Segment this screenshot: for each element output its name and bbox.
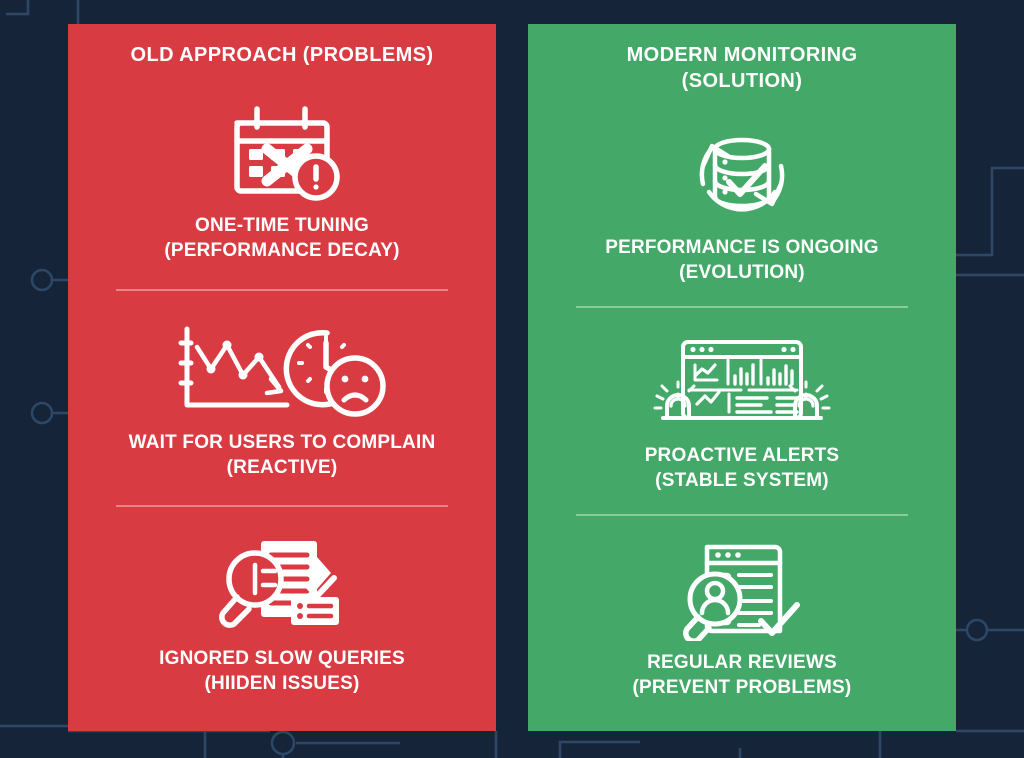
panel-title-old-approach: OLD APPROACH (PROBLEMS): [130, 44, 434, 66]
caption-line-1: WAIT FOR USERS TO COMPLAIN: [128, 431, 436, 453]
list-item-caption: REGULAR REVIEWS (PREVENT PROBLEMS): [633, 650, 852, 700]
section-divider: [116, 288, 448, 291]
caption-line-2: (STABLE SYSTEM): [655, 469, 829, 491]
list-item: WAIT FOR USERS TO COMPLAIN (REACTIVE): [82, 291, 482, 505]
panel-modern-monitoring: MODERN MONITORING (SOLUTION): [528, 24, 956, 731]
list-item-caption: ONE-TIME TUNING (PERFORMANCE DECAY): [164, 213, 399, 263]
list-item: IGNORED SLOW QUERIES (HIIDEN ISSUES): [82, 507, 482, 721]
section-divider: [576, 306, 908, 309]
panel-title-line-2: (SOLUTION): [681, 70, 803, 93]
caption-line-2: (HIIDEN ISSUES): [204, 672, 360, 694]
caption-line-1: PROACTIVE ALERTS: [644, 444, 840, 466]
list-item: REGULAR REVIEWS (PREVENT PROBLEMS): [542, 516, 942, 721]
declining-chart-clock-sad-face-icon: [175, 316, 390, 424]
dashboard-alert-sirens-icon-item: PROACTIVE ALERTS (STABLE SYSTEM): [542, 308, 942, 513]
section-divider: [576, 513, 908, 516]
list-item: PERFORMANCE IS ONGOING (EVOLUTION): [542, 101, 942, 306]
list-item-caption: PERFORMANCE IS ONGOING (EVOLUTION): [605, 235, 879, 285]
section-divider: [116, 504, 448, 507]
caption-line-2: (EVOLUTION): [679, 262, 805, 284]
calendar-x-alert-icon: [223, 99, 341, 207]
caption-line-1: ONE-TIME TUNING: [195, 215, 369, 237]
panel-title-line-1: MODERN MONITORING: [626, 44, 858, 66]
panel-items-modern-monitoring: PERFORMANCE IS ONGOING (EVOLUTION): [542, 101, 942, 721]
caption-line-1: PERFORMANCE IS ONGOING: [605, 237, 879, 259]
panel-items-old-approach: ONE-TIME TUNING (PERFORMANCE DECAY): [82, 74, 482, 721]
magnifier-document-checklist-icon: [213, 532, 351, 640]
list-item-caption: PROACTIVE ALERTS (STABLE SYSTEM): [645, 443, 840, 493]
database-refresh-check-icon: [681, 121, 803, 229]
list-item-caption: WAIT FOR USERS TO COMPLAIN (REACTIVE): [129, 430, 436, 480]
caption-line-2: (PERFORMANCE DECAY): [164, 240, 400, 262]
panel-old-approach: OLD APPROACH (PROBLEMS): [68, 24, 496, 731]
caption-line-2: (REACTIVE): [226, 456, 338, 478]
caption-line-1: IGNORED SLOW QUERIES: [159, 647, 405, 669]
panel-title-modern-monitoring: MODERN MONITORING (SOLUTION): [542, 42, 942, 95]
magnifier-person-checklist-icon: [679, 536, 805, 644]
list-item: ONE-TIME TUNING (PERFORMANCE DECAY): [82, 74, 482, 288]
caption-line-1: REGULAR REVIEWS: [647, 652, 837, 674]
list-item-caption: IGNORED SLOW QUERIES (HIIDEN ISSUES): [159, 646, 405, 696]
dashboard-alert-sirens-icon: [653, 329, 831, 437]
caption-line-2: (PREVENT PROBLEMS): [632, 677, 852, 699]
